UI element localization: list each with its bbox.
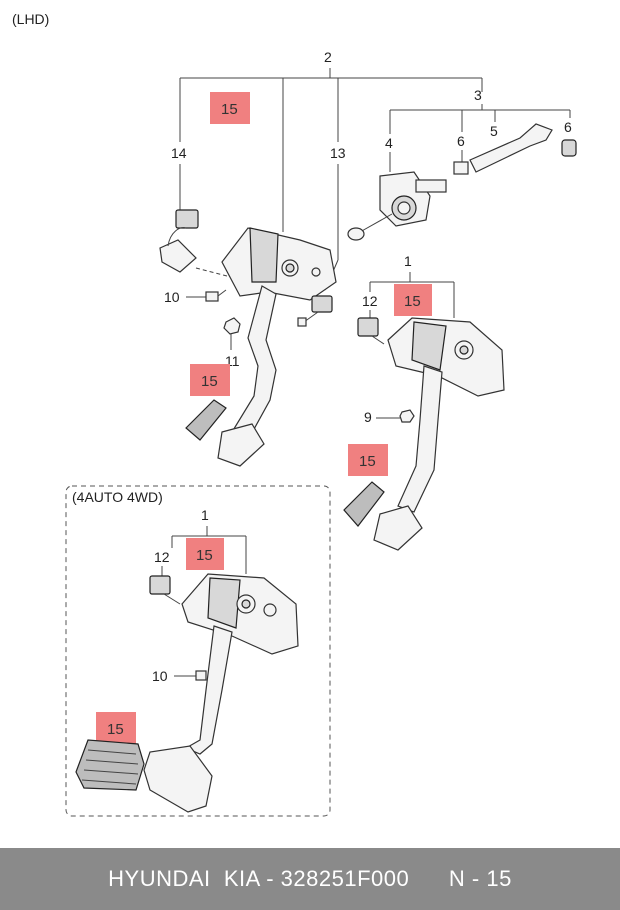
callout-6-b: 6: [564, 119, 572, 135]
callout-5: 5: [490, 123, 498, 139]
highlight-15-e-text: 15: [196, 547, 213, 564]
callout-14: 14: [171, 145, 187, 161]
footer-page-ref: N - 15: [448, 866, 512, 891]
nut-11: [223, 317, 241, 335]
highlight-15-e: [186, 538, 224, 570]
highlight-15-d: [348, 444, 388, 476]
callout-2: 2: [324, 49, 332, 65]
inset-frame: [65, 485, 331, 817]
callout-12-a: 12: [362, 293, 378, 309]
highlight-15-b: [190, 364, 230, 396]
callout-12-b: 12: [154, 549, 170, 565]
inset-pedal-pad: [75, 739, 145, 791]
inset-pedal-arm: [143, 625, 233, 813]
clutch-pedal-arm: [185, 285, 277, 467]
pedal-bracket-upper: [221, 227, 337, 301]
nut-9: [399, 409, 415, 423]
highlight-15-c: [394, 284, 432, 316]
inset-label: (4AUTO 4WD): [72, 489, 163, 505]
callout-10-b: 10: [152, 668, 168, 684]
highlight-15-d-text: 15: [359, 453, 376, 470]
callout-1-inset: 1: [201, 507, 209, 523]
highlight-15-b-text: 15: [201, 373, 218, 390]
callout-9: 9: [364, 409, 372, 425]
highlight-15-a-text: 15: [221, 101, 238, 118]
footer-part-number: HYUNDAI KIA - 328251F000: [108, 866, 410, 891]
bolt-10-b: [195, 670, 207, 681]
brake-pedal-arm: [343, 365, 443, 551]
footer-bar: HYUNDAI KIA - 328251F000 N - 15: [0, 848, 620, 910]
callout-10-a: 10: [164, 289, 180, 305]
callout-3: 3: [474, 87, 482, 103]
brake-switch-12-b: [149, 575, 181, 605]
highlight-15-a: [210, 92, 250, 124]
callout-13: 13: [330, 145, 346, 161]
callout-6-a: 6: [457, 133, 465, 149]
highlight-15-f: [96, 712, 136, 744]
bolt-10-a: [205, 289, 227, 302]
callout-1: 1: [404, 253, 412, 269]
switch-13: [297, 295, 333, 327]
callout-4: 4: [385, 135, 393, 151]
parts-diagram: (LHD) 2 15 14 13 10 1 1: [12, 11, 577, 817]
clutch-hose: [453, 123, 577, 175]
lhd-label: (LHD): [12, 11, 49, 27]
clutch-master-cylinder: [347, 171, 447, 241]
highlight-15-f-text: 15: [107, 721, 124, 738]
stop-lamp-switch: [159, 209, 199, 273]
brake-switch-12-a: [357, 317, 385, 345]
inset-pedal-bracket: [181, 573, 299, 655]
highlight-15-c-text: 15: [404, 293, 421, 310]
brake-pedal-bracket: [387, 317, 505, 397]
